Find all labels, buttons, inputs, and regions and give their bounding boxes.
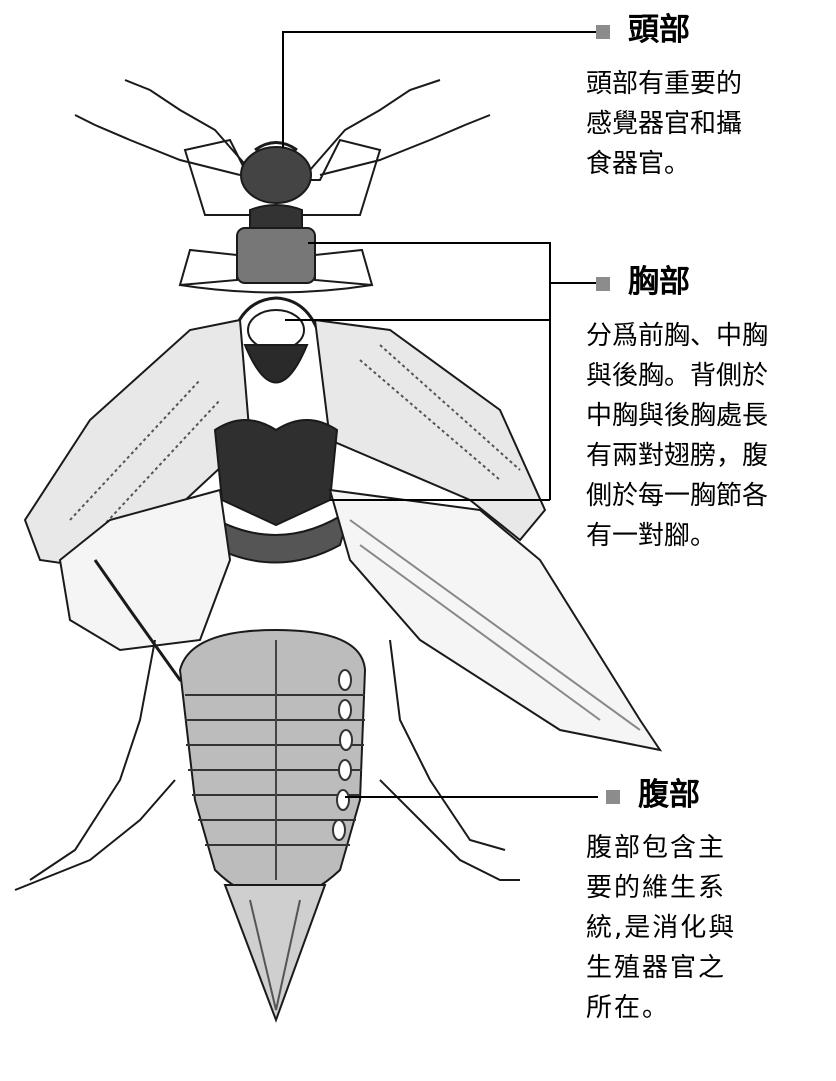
head-pointer-line [283,32,598,148]
head-bullet-icon [596,25,610,39]
thorax-line: 有兩對翅膀，腹 [586,436,768,476]
abdomen-line: 要的維生系 [586,868,736,908]
thorax-bullet-icon [596,277,610,291]
abdomen-description: 腹部包含主 要的維生系 統,是消化與 生殖器官之 所在。 [586,828,736,1028]
mesothorax-body [245,345,307,383]
abdomen-title: 腹部 [638,778,700,812]
pronotum-shield [180,250,237,285]
abdomen-bullet-icon [606,790,620,804]
thorax-line: 側於每一胸節各 [586,476,768,516]
head-description: 頭部有重要的 感覺器官和攝 食器官。 [586,64,742,184]
head-title: 頭部 [628,13,690,47]
neck [250,205,302,230]
head-line: 感覺器官和攝 [586,104,742,144]
metathorax [215,420,337,525]
thorax-line: 有一對腳。 [586,516,768,556]
thorax-description: 分爲前胸、中胸 與後胸。背側於 中胸與後胸處長 有兩對翅膀，腹 側於每一胸節各 … [586,316,768,556]
left-antenna-2 [75,115,240,175]
abdomen-line: 生殖器官之 [586,948,736,988]
head-line: 食器官。 [586,144,742,184]
head-capsule [241,147,311,203]
pronotum-shield-right [315,250,372,285]
right-antenna-2 [320,115,490,175]
right-hind-leg [380,780,520,880]
abdomen-line: 腹部包含主 [586,828,736,868]
left-mid-leg [30,640,155,880]
prothorax [237,228,315,283]
thorax-line: 與後胸。背側於 [586,356,768,396]
pronotum-frame [180,285,372,293]
right-antenna [310,80,440,170]
abdomen-tip [225,885,325,1020]
abdomen [180,630,365,900]
thorax-line: 分爲前胸、中胸 [586,316,768,356]
head-line: 頭部有重要的 [586,64,742,104]
thorax-title: 胸部 [628,265,690,299]
abdomen-line: 所在。 [586,988,736,1028]
thorax-line: 中胸與後胸處長 [586,396,768,436]
abdomen-line: 統,是消化與 [586,908,736,948]
